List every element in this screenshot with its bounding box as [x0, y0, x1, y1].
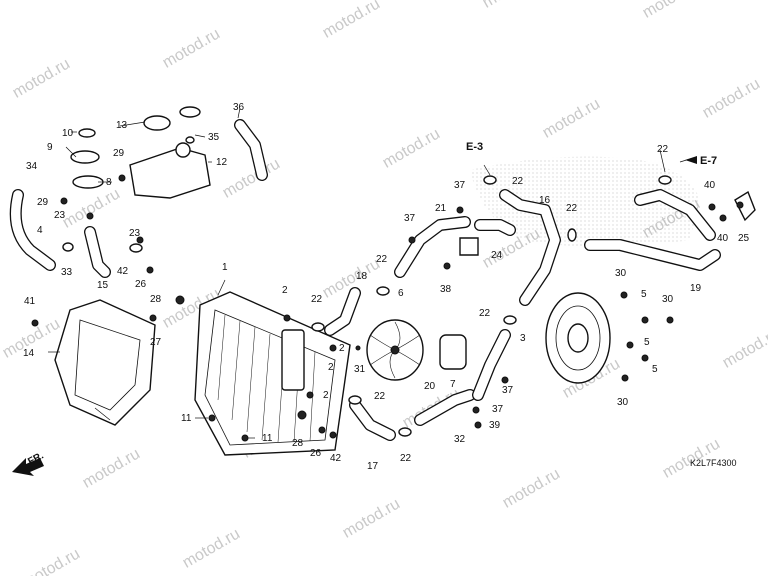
- callout-29: 29: [113, 148, 125, 159]
- callout-6: 6: [398, 288, 404, 299]
- callout-30: 30: [662, 294, 674, 305]
- front-direction-arrow: FR.: [12, 450, 46, 476]
- callout-22: 22: [311, 294, 323, 305]
- callout-26: 26: [135, 279, 147, 290]
- callout-28: 28: [292, 438, 304, 449]
- callout-39: 39: [489, 420, 501, 431]
- cap-seal: [78, 128, 96, 138]
- callout-5: 5: [644, 337, 650, 348]
- fasteners: [31, 136, 744, 442]
- cooling-fan: [366, 319, 424, 381]
- radiator-shroud: [54, 299, 156, 426]
- callout-37: 37: [502, 385, 514, 396]
- ref-label-e3: E-3: [466, 141, 483, 153]
- reserve-tank: [129, 147, 211, 199]
- callout-22: 22: [566, 203, 578, 214]
- callout-28: 28: [150, 294, 162, 305]
- callout-37: 37: [492, 404, 504, 415]
- callout-22: 22: [374, 391, 386, 402]
- callout-42: 42: [330, 453, 342, 464]
- callout-23: 23: [54, 210, 66, 221]
- diagram-code: K2L7F4300: [690, 458, 737, 468]
- callout-34: 34: [26, 161, 38, 172]
- callout-32: 32: [454, 434, 466, 445]
- callout-12: 12: [216, 157, 228, 168]
- callout-36: 36: [233, 102, 245, 113]
- callout-22: 22: [479, 308, 491, 319]
- hoses: [9, 119, 721, 441]
- ref-label-e7: E-7: [700, 155, 717, 167]
- callout-40: 40: [704, 180, 716, 191]
- callout-23: 23: [129, 228, 141, 239]
- callout-41: 41: [24, 296, 36, 307]
- callout-7: 7: [450, 379, 456, 390]
- callout-30: 30: [617, 397, 629, 408]
- callout-2: 2: [328, 362, 334, 373]
- tank-cap: [143, 115, 171, 131]
- callout-2: 2: [323, 390, 329, 401]
- callout-42: 42: [117, 266, 129, 277]
- callout-25: 25: [738, 233, 750, 244]
- callout-26: 26: [310, 448, 322, 459]
- filler-cap: [70, 150, 100, 164]
- callout-29: 29: [37, 197, 49, 208]
- callout-30: 30: [615, 268, 627, 279]
- fan-shroud: [545, 292, 611, 384]
- callout-11: 11: [262, 433, 273, 444]
- callout-22: 22: [657, 144, 669, 155]
- callout-22: 22: [512, 176, 524, 187]
- fan-motor: [439, 334, 467, 370]
- callout-27: 27: [150, 337, 162, 348]
- callout-38: 38: [440, 284, 452, 295]
- ref-e7-arrow: [685, 156, 697, 164]
- callout-11: 11: [181, 413, 192, 424]
- callout-16: 16: [539, 195, 551, 206]
- callout-40: 40: [717, 233, 729, 244]
- callout-24: 24: [491, 250, 503, 261]
- callout-14: 14: [23, 348, 35, 359]
- callout-20: 20: [424, 381, 436, 392]
- callout-4: 4: [37, 225, 43, 236]
- callout-17: 17: [367, 461, 379, 472]
- callout-22: 22: [376, 254, 388, 265]
- callout-2: 2: [339, 343, 345, 354]
- callout-8: 8: [106, 177, 112, 188]
- callout-13: 13: [116, 120, 128, 131]
- callout-22: 22: [400, 453, 412, 464]
- callout-31: 31: [354, 364, 366, 375]
- callout-37: 37: [454, 180, 466, 191]
- callout-5: 5: [652, 364, 658, 375]
- callout-15: 15: [97, 280, 109, 291]
- callout-35: 35: [208, 132, 220, 143]
- callout-2: 2: [282, 285, 288, 296]
- callout-numbers: 1 2 2 2 2 3 4 5 5 5 6 7 8 9 10 11 11 12 …: [23, 102, 750, 472]
- callout-18: 18: [356, 271, 368, 282]
- bracket: [734, 190, 756, 222]
- shaded-region: [470, 156, 700, 247]
- callout-3: 3: [520, 333, 526, 344]
- callout-5: 5: [641, 289, 647, 300]
- callout-10: 10: [62, 128, 74, 139]
- callout-33: 33: [61, 267, 73, 278]
- radiator: [194, 291, 351, 456]
- callout-9: 9: [47, 142, 53, 153]
- callout-19: 19: [690, 283, 702, 294]
- callout-37: 37: [404, 213, 416, 224]
- callout-1: 1: [222, 262, 228, 273]
- callout-21: 21: [435, 203, 447, 214]
